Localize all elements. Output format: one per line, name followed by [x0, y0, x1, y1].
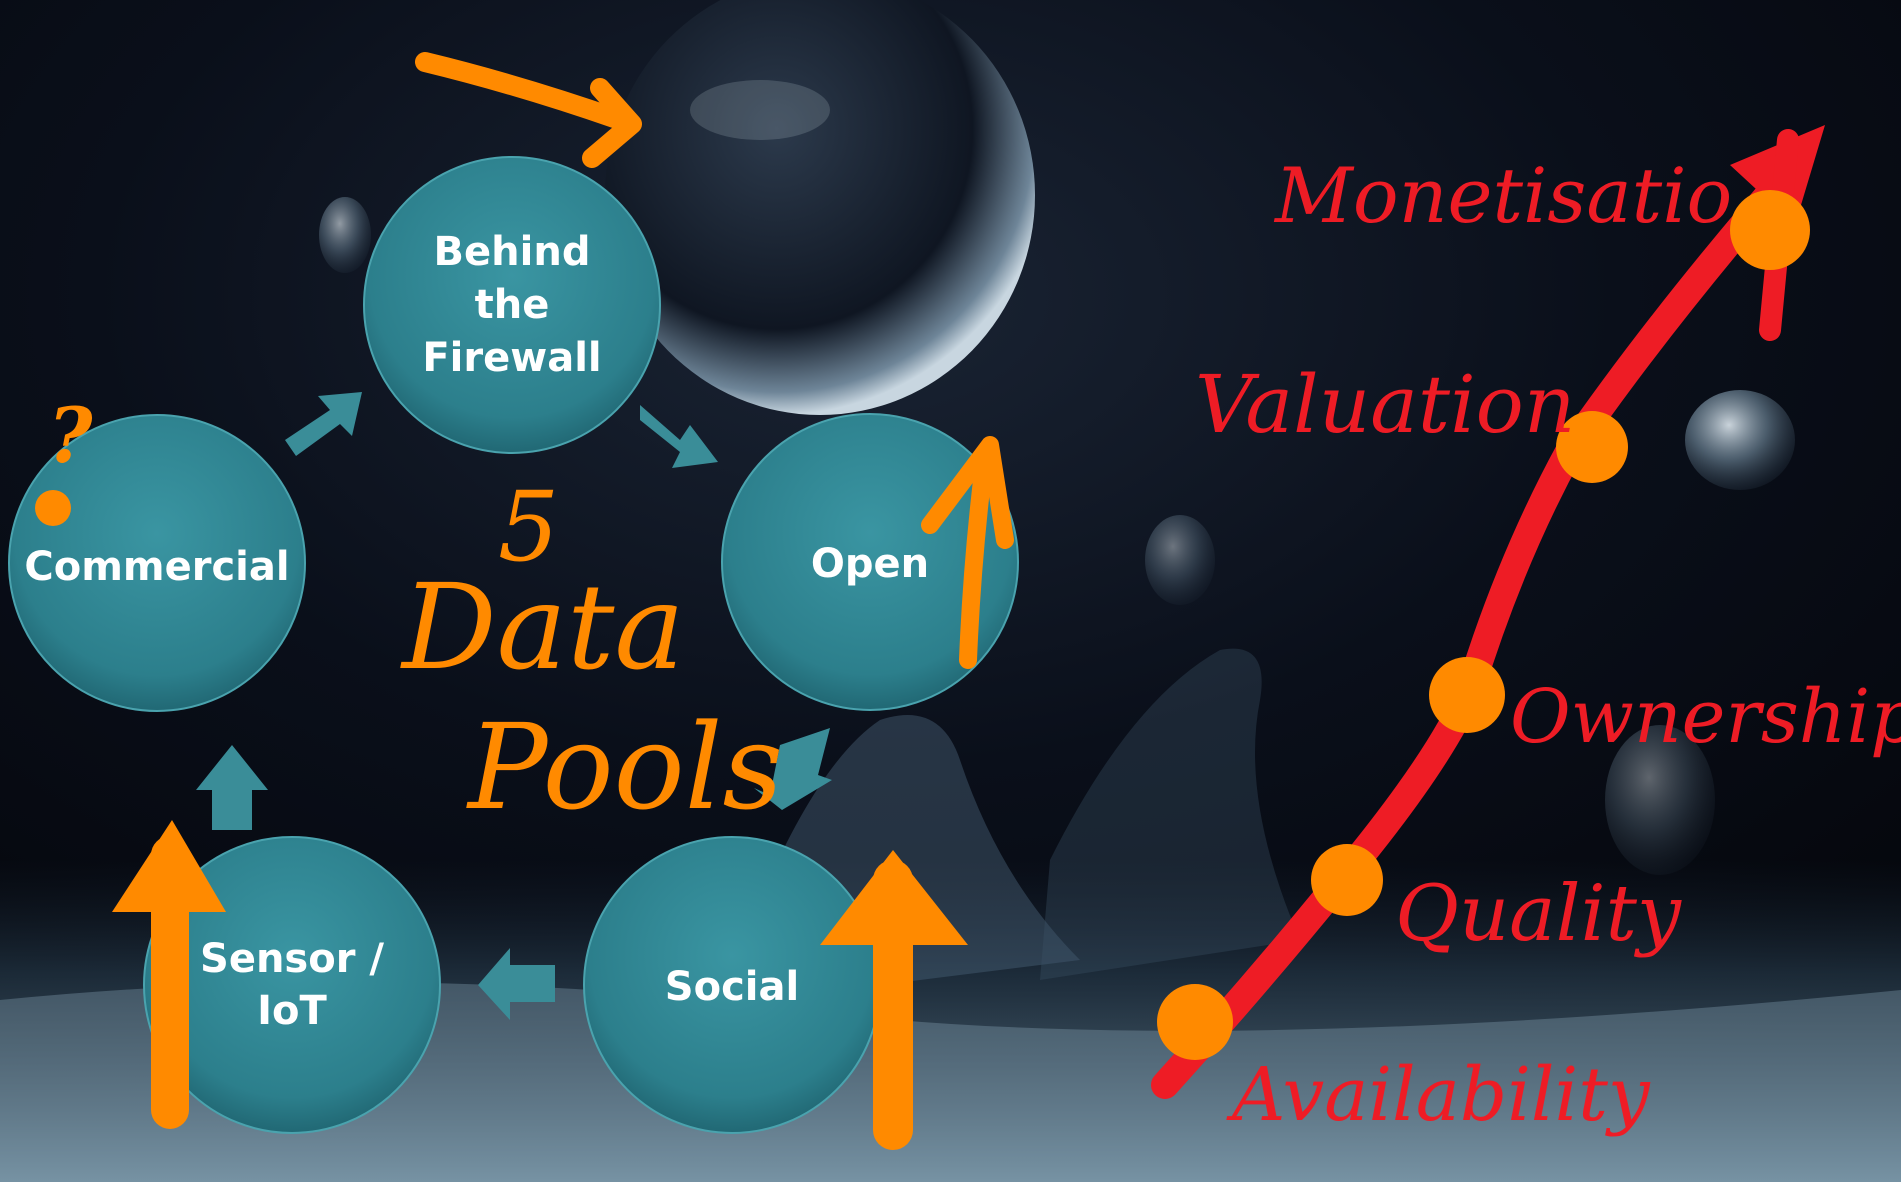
arrow-social-to-sensor	[478, 948, 555, 1020]
question-mark: ?	[48, 391, 94, 480]
stage-label-availability: Availability	[1226, 1052, 1651, 1138]
cycle-arrows	[196, 392, 832, 1020]
node-label-line: Behind	[434, 229, 591, 275]
stage-dot-valuation	[1556, 411, 1628, 483]
node-label-line: IoT	[257, 988, 327, 1034]
diagram-title-number: 5	[498, 471, 559, 583]
water-droplet	[1685, 390, 1795, 490]
node-label-line: the	[475, 282, 550, 328]
stage-label-valuation: Valuation	[1195, 358, 1575, 451]
stage-dot-availability	[1157, 984, 1233, 1060]
water-bubble	[605, 0, 1035, 415]
stage-label-monetisation: Monetisatio	[1273, 151, 1732, 240]
node-label-line: Firewall	[422, 335, 601, 381]
stage-label-ownership: Ownership	[1510, 674, 1901, 760]
cycle-node-commercial: Commercial	[8, 414, 306, 712]
arrow-open-to-social	[754, 728, 832, 810]
stage-label-quality: Quality	[1395, 869, 1682, 959]
stage-dot-ownership	[1429, 657, 1505, 733]
arrow-firewall-to-open	[640, 405, 718, 468]
cycle-node-firewall: Behind the Firewall	[363, 156, 661, 454]
cycle-node-open: Open	[721, 413, 1019, 711]
diagram-title-line2: Pools	[466, 698, 783, 836]
orange-arrow-open-up	[959, 446, 994, 669]
stage-dot-monetisation	[1730, 190, 1810, 270]
arrow-commercial-to-firewall	[285, 392, 362, 456]
arrow-sensor-to-commercial	[196, 745, 268, 830]
node-label-line: Social	[665, 964, 799, 1010]
node-label-line: Open	[811, 541, 929, 587]
orange-arrow-to-bubble	[415, 52, 630, 130]
cycle-node-social: Social	[583, 836, 881, 1134]
orange-dot	[35, 490, 71, 526]
stage-dot-quality	[1311, 844, 1383, 916]
node-label-line: Commercial	[24, 544, 289, 590]
progression-curve: Availability Quality Ownership Valuation…	[1151, 125, 1901, 1138]
node-label-line: Sensor /	[200, 936, 384, 982]
diagram-title-line1: Data	[400, 558, 685, 696]
orange-annotations: ? 5 Data Pools	[35, 52, 1014, 1150]
